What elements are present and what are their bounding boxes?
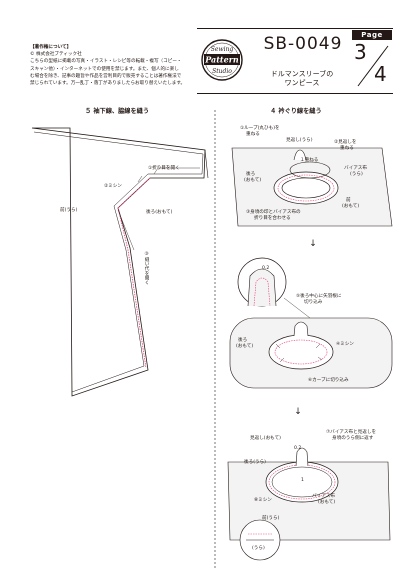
sewing-pattern-studio-logo: Sewing Pattern Studio bbox=[200, 36, 244, 84]
copyright-line: 禁じられています。万一乱丁・落丁がありましたらお取り替えいたします。 bbox=[30, 81, 186, 87]
label-front-inside: 前(うら) bbox=[60, 208, 78, 213]
label-front-2: (おもて) bbox=[342, 204, 360, 209]
arrow-down-icon: ↓ bbox=[309, 239, 317, 249]
label-back-outside: 後ろ(おもて) bbox=[146, 210, 173, 215]
neckline-clip-drawing bbox=[229, 317, 393, 389]
section-4-title: ４ 衿ぐり線を縫う bbox=[270, 108, 322, 115]
finished-neckline-drawing bbox=[227, 447, 391, 561]
copyright-heading: 【著作権について】 bbox=[30, 45, 72, 50]
label-facing-overlap: ②見返しを bbox=[334, 140, 357, 145]
label-facing-back: 見返し(うら) bbox=[286, 138, 313, 143]
neckline-facing-drawing bbox=[231, 147, 393, 227]
label-bias: バイアス布 bbox=[344, 166, 367, 171]
label-front: 前 bbox=[346, 198, 351, 203]
label-curve-clip: ⑥カーブに切り込み bbox=[308, 378, 349, 383]
label-bias-2: (うら) bbox=[350, 172, 363, 177]
logo-line-2: Pattern bbox=[204, 55, 239, 65]
label-align-mark: ③身頃の印とバイアス布の bbox=[246, 210, 301, 215]
label-machine-stitch: ②ミシン bbox=[104, 184, 122, 189]
copyright-line: スキャン他）・インターネットでの使用を禁じます。また、個人的に楽し bbox=[30, 66, 179, 72]
label-turn-bias-2: 身頃のうら側に返す bbox=[332, 436, 374, 441]
label-back-center-cut-2: 切り込み bbox=[304, 300, 323, 305]
label-back-outside: 後ろ bbox=[238, 338, 248, 343]
label-bias-outside-2: (おもて) bbox=[318, 500, 336, 505]
label-back-outside-2: (おもて) bbox=[236, 344, 254, 349]
label-fold-open: ①折り目を開く bbox=[148, 166, 180, 171]
logo-line-3: Studio bbox=[212, 68, 232, 75]
pattern-title-line: ワンピース bbox=[284, 79, 320, 87]
arrow-down-icon: ↓ bbox=[294, 407, 302, 417]
page-current: 3 bbox=[354, 40, 367, 64]
header-frame bbox=[197, 28, 393, 94]
label-facing-overlap-2: 重ねる bbox=[340, 146, 354, 151]
label-bias-outside: バイアス布 bbox=[312, 494, 335, 499]
pattern-title-line: ドルマンスリーブの bbox=[270, 70, 334, 78]
page-total: 4 bbox=[374, 62, 387, 86]
label-machine-stitch: ④ミシン bbox=[336, 342, 354, 347]
number-1: 1 bbox=[301, 478, 304, 483]
label-back: 後ろ bbox=[246, 172, 256, 177]
pattern-title: ドルマンスリーブの ワンピース bbox=[260, 70, 344, 88]
sleeve-side-seam-drawing bbox=[31, 127, 209, 397]
detail-number: 0.2 bbox=[262, 266, 270, 271]
copyright-line: む場合を除き、記事の趣旨や作品を営利目的で販売することは著作権法で bbox=[30, 73, 182, 79]
page-label: Page bbox=[352, 30, 392, 40]
label-press-seam: ③縫い代を開く bbox=[144, 252, 149, 285]
copyright-notice: 【著作権について】 © 株式会社ブティック社 こちらの型紙に掲載の写真・イラスト… bbox=[30, 44, 190, 87]
label-overlap: １重ねる bbox=[300, 158, 319, 163]
pattern-code: SB-0049 bbox=[263, 34, 343, 54]
copyright-line: © 株式会社ブティック社 bbox=[30, 52, 82, 58]
label-align-mark-2: 折り目を合わせる bbox=[254, 216, 291, 221]
label-back-inside: 後ろ(うら) bbox=[244, 460, 266, 465]
copyright-line: こちらの型紙に掲載の写真・イラスト・レシピ等の転載・複写（コピー・ bbox=[30, 59, 182, 65]
label-front-inside: 前(うら) bbox=[262, 516, 280, 521]
detail-zoom-drawing bbox=[237, 257, 311, 319]
label-inside: (うら) bbox=[252, 546, 265, 551]
label-loop-2: 重ねる bbox=[246, 132, 260, 137]
number-02: 0.2 bbox=[294, 446, 302, 451]
label-machine-stitch-8: ⑧ミシン bbox=[254, 498, 272, 503]
label-back-2: (おもて) bbox=[244, 178, 262, 183]
label-back-center-cut: ⑤後ろ中心に矢羽根に bbox=[296, 294, 342, 299]
logo-line-1: Sewing bbox=[211, 46, 234, 53]
label-turn-bias: ⑦バイアス布と見返しを bbox=[326, 430, 377, 435]
label-facing-outside: 見返し(おもて) bbox=[250, 436, 281, 441]
label-loop: ①ループ(丸ひも)を bbox=[240, 126, 280, 131]
page-indicator bbox=[352, 30, 392, 90]
section-5-title: ５ 袖下線、脇線を縫う bbox=[85, 108, 150, 115]
